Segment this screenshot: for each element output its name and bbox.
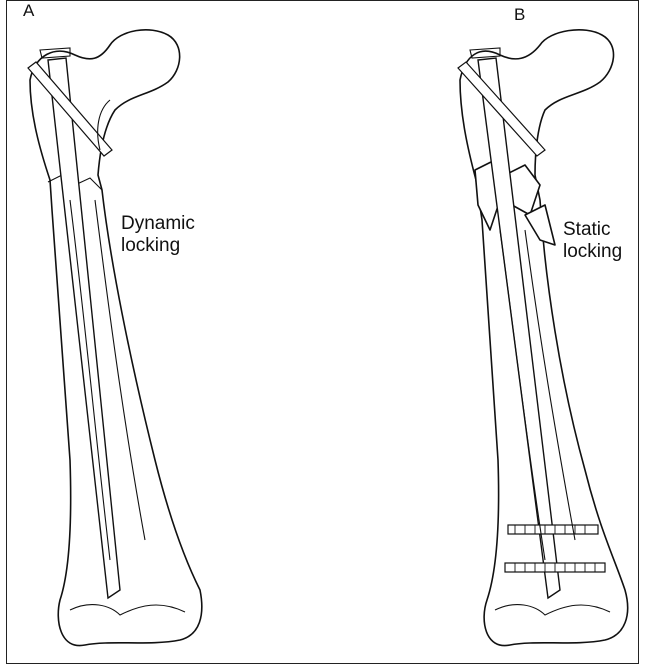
caption-dynamic-locking: Dynamic locking	[121, 213, 195, 257]
distal-screw-2	[505, 563, 605, 572]
caption-static-locking: Static locking	[563, 219, 622, 263]
distal-screw-1	[508, 525, 598, 534]
caption-b-line-1: Static	[563, 219, 611, 240]
femur-b	[458, 30, 628, 646]
femur-a	[28, 30, 202, 646]
panel-label-a: A	[23, 2, 34, 19]
caption-b-line-2: locking	[563, 241, 622, 262]
caption-a-line-2: locking	[121, 235, 180, 256]
caption-a-line-1: Dynamic	[121, 213, 195, 234]
panel-label-b: B	[514, 6, 525, 23]
